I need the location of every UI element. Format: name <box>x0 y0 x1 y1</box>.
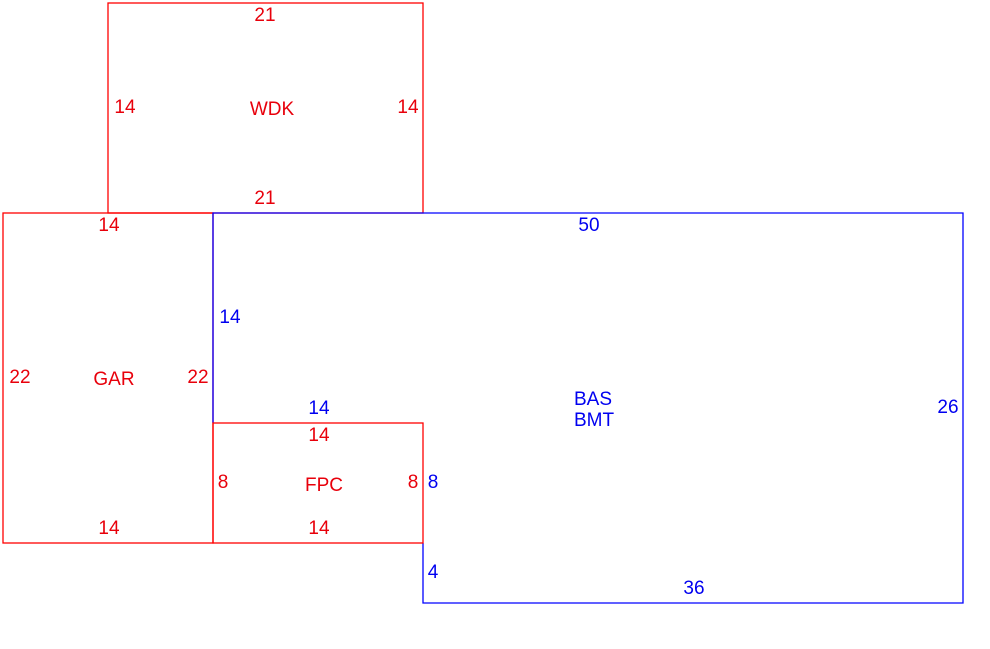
gar-bottom-dim: 14 <box>98 518 120 539</box>
wdk-bottom-dim: 21 <box>254 188 275 209</box>
bas-label: BAS <box>574 389 612 410</box>
gar-label: GAR <box>93 369 134 390</box>
bmt-label: BMT <box>574 410 615 431</box>
bas-bottom-dim: 36 <box>683 578 704 599</box>
fpc-top-dim: 14 <box>308 425 330 446</box>
fpc-bottom-dim: 14 <box>308 518 330 539</box>
bas-notch-top-dim: 14 <box>308 398 330 419</box>
bas-right-dim: 26 <box>937 397 958 418</box>
wdk-right-dim: 14 <box>397 97 419 118</box>
bas-left-lower-dim: 4 <box>428 562 439 583</box>
fpc-left-dim: 8 <box>218 472 229 493</box>
wdk-left-dim: 14 <box>114 97 136 118</box>
fpc-right-dim: 8 <box>408 472 419 493</box>
gar-right-dim: 22 <box>187 367 208 388</box>
wdk-label: WDK <box>250 99 295 120</box>
bas-outline <box>212 212 964 604</box>
gar-left-dim: 22 <box>9 367 30 388</box>
gar-top-dim: 14 <box>98 215 120 236</box>
bas-notch-side-dim: 8 <box>428 472 439 493</box>
wdk-top-dim: 21 <box>254 5 275 26</box>
fpc-label: FPC <box>305 475 343 496</box>
bas-left-upper-dim: 14 <box>219 307 241 328</box>
fpc-outline <box>212 422 424 544</box>
bas-top-dim: 50 <box>578 215 599 236</box>
